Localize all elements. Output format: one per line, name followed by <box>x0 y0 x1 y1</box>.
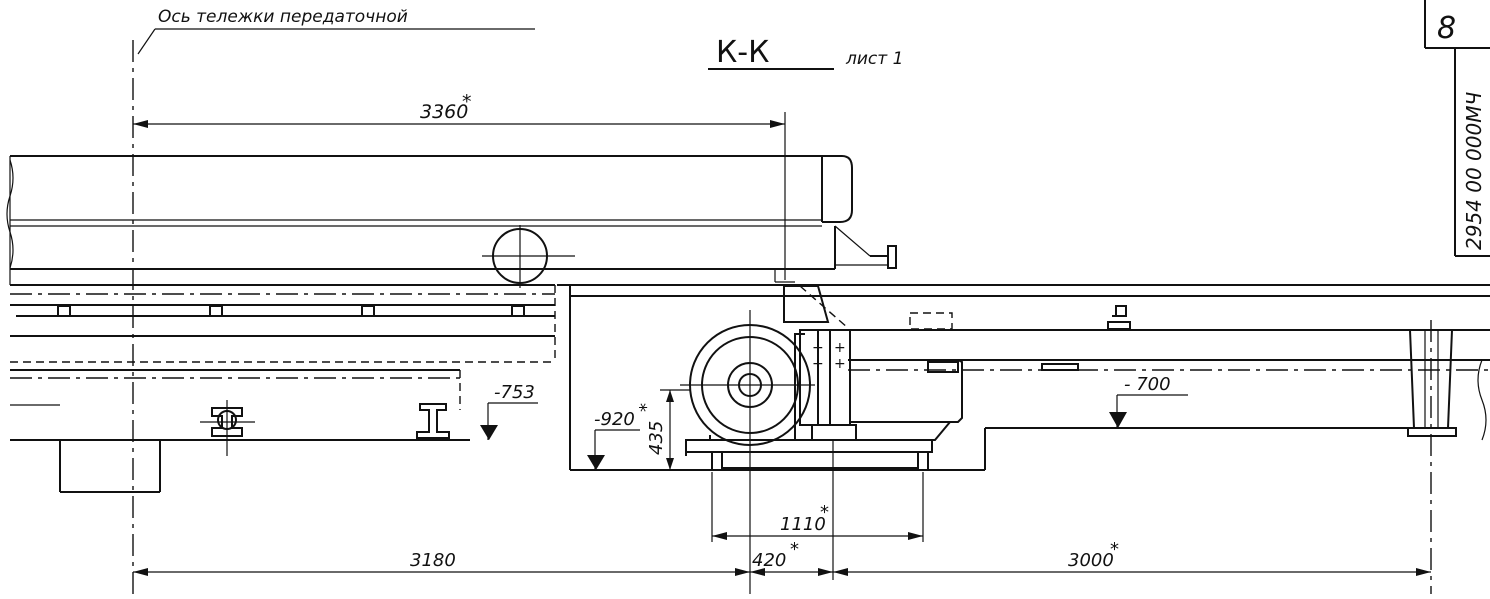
sheet-label: лист 1 <box>845 49 903 69</box>
dimension-3360-value: 3360 <box>420 101 468 123</box>
level-753-value: -753 <box>494 382 535 403</box>
axis-label: Ось тележки передаточной <box>158 7 408 27</box>
level-mark-920: -920 <box>587 409 640 470</box>
dimension-435: 435 * <box>636 389 690 470</box>
axis-label-group: Ось тележки передаточной <box>137 7 535 55</box>
section-title-group: К-К лист 1 <box>708 35 903 70</box>
winch-mechanism: + + + + <box>680 310 963 594</box>
dimension-3180-value: 3180 <box>410 550 456 571</box>
trolley-wheel <box>482 225 575 288</box>
level-mark-700: - 700 <box>1109 374 1188 428</box>
level-mark-753: -753 <box>480 382 538 440</box>
upper-trolley-beam <box>6 155 897 285</box>
dimension-420-value: 420 <box>752 550 786 571</box>
dimension-420-star: * <box>790 539 799 560</box>
right-support-post <box>1407 320 1487 594</box>
dimension-1110: 1110 * <box>711 472 924 542</box>
svg-text:+: + <box>834 340 846 356</box>
level-700-value: - 700 <box>1124 374 1171 395</box>
svg-text:+: + <box>834 356 846 372</box>
bracket <box>774 270 1131 330</box>
dimension-435-star: * <box>636 403 657 412</box>
level-920-value: -920 <box>594 409 635 430</box>
dimension-1110-star: * <box>820 502 829 523</box>
bottom-dimension-chain: 3180 420 * 3000 * <box>133 440 1431 580</box>
dimension-435-value: 435 <box>646 421 667 455</box>
document-code: 2954 00 000МЧ <box>1462 92 1486 250</box>
dimension-3360: 3360 * <box>133 91 786 280</box>
foundation-pit <box>557 284 1490 471</box>
svg-text:+: + <box>812 356 824 372</box>
left-rail-structure <box>10 284 556 493</box>
dimension-1110-value: 1110 <box>780 514 826 535</box>
dimension-3000-value: 3000 <box>1068 550 1114 571</box>
sheet-number: 8 <box>1437 11 1456 46</box>
svg-text:+: + <box>812 340 824 356</box>
title-block: 8 2954 00 000МЧ <box>1424 0 1490 257</box>
dimension-3360-star: * <box>462 91 472 113</box>
section-title: К-К <box>716 35 769 70</box>
dimension-3000-star: * <box>1110 539 1119 560</box>
